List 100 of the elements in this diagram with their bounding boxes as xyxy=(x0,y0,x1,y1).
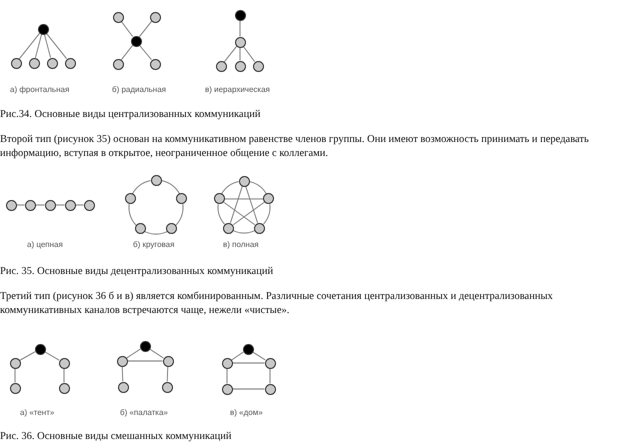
connector-line xyxy=(44,351,60,361)
connector-line xyxy=(144,231,168,234)
connector-line xyxy=(120,44,134,60)
connector-line xyxy=(132,180,151,194)
paragraph: Третий тип (рисунок 36 б и в) является комбинированным. Различные сочетания централизованных и децентрализованных коммуникативных каналов встречаются чаще, нежели «чистые». xyxy=(0,290,554,317)
figure-label: в) иерархическая xyxy=(205,84,270,96)
connector-line xyxy=(128,204,136,226)
circle-node xyxy=(242,344,254,354)
circle-node xyxy=(112,58,124,70)
circle-node xyxy=(234,60,246,72)
figure-caption: Рис. 35. Основные виды децентрализованных коммуникаций xyxy=(0,266,274,278)
connector-line xyxy=(18,32,40,60)
connector-line xyxy=(127,360,163,362)
connector-line xyxy=(138,20,152,38)
circle-node xyxy=(44,200,56,210)
connector-line xyxy=(226,368,228,384)
circle-node xyxy=(10,382,20,394)
circle-node xyxy=(58,358,70,368)
circle-node xyxy=(46,58,58,68)
connector-line xyxy=(166,366,168,382)
circle-node xyxy=(150,174,162,186)
circle-node xyxy=(124,193,136,204)
connector-line xyxy=(19,351,36,361)
figure-label: в) «дом» xyxy=(230,407,263,419)
circle-node xyxy=(112,12,124,22)
figure-caption: Рис.34. Основные виды централизованных коммуникаций xyxy=(0,109,260,121)
figure-label: б) радиальная xyxy=(112,84,166,96)
circle-node xyxy=(6,200,16,210)
connector-line xyxy=(75,204,84,206)
figure-caption: Рис. 36. Основные виды смешанных коммуникаций xyxy=(0,431,232,443)
figure-label: б) «палатка» xyxy=(120,407,168,419)
circle-node xyxy=(64,200,76,210)
connector-line xyxy=(55,204,65,206)
circle-node xyxy=(238,176,250,186)
circle-node xyxy=(214,193,225,204)
circle-node xyxy=(254,222,265,234)
figure-label: в) полная xyxy=(223,239,259,251)
connector-line xyxy=(44,34,52,58)
circle-node xyxy=(140,340,150,352)
figure-label: а) «тент» xyxy=(20,407,54,419)
connector-line xyxy=(242,46,256,62)
circle-node xyxy=(150,58,160,70)
connector-line xyxy=(224,198,264,200)
connector-line xyxy=(230,186,243,224)
circle-node xyxy=(64,58,76,68)
connector-line xyxy=(223,202,256,226)
circle-node xyxy=(150,12,160,22)
circle-node xyxy=(222,384,232,394)
circle-node xyxy=(130,36,142,46)
connector-line xyxy=(221,181,239,194)
connector-line xyxy=(14,368,16,383)
circle-node xyxy=(216,60,226,72)
connector-line xyxy=(149,348,164,358)
connector-line xyxy=(252,352,266,360)
circle-node xyxy=(252,60,264,72)
circle-node xyxy=(38,24,48,34)
circle-node xyxy=(222,358,232,368)
connector-line xyxy=(231,352,244,360)
connector-line xyxy=(34,34,42,58)
connector-line xyxy=(232,388,265,390)
figure-label: а) фронтальная xyxy=(10,84,70,96)
circle-node xyxy=(263,193,274,204)
connector-line xyxy=(233,230,255,234)
connector-line xyxy=(224,46,238,62)
circle-node xyxy=(10,358,20,368)
paragraph: Второй тип (рисунок 35) основан на коммуникативном равенстве членов группы. Они имеют возможность принимать и передавать информацию, вступая в открытое, неограниченное общение с коллегами. xyxy=(0,133,590,160)
connector-line xyxy=(262,204,270,225)
circle-node xyxy=(134,223,146,234)
circle-node xyxy=(176,193,188,204)
connector-line xyxy=(122,366,124,382)
circle-node xyxy=(223,222,234,234)
figure-label: а) цепная xyxy=(27,239,63,251)
connector-line xyxy=(46,32,68,60)
connector-line xyxy=(176,204,184,226)
connector-line xyxy=(161,180,180,194)
circle-node xyxy=(118,382,128,392)
connector-line xyxy=(245,186,258,224)
circle-node xyxy=(264,358,276,368)
circle-node xyxy=(116,356,128,366)
circle-node xyxy=(166,223,178,234)
circle-node xyxy=(24,200,36,210)
circle-node xyxy=(162,356,174,366)
circle-node xyxy=(162,382,172,392)
connector-line xyxy=(218,204,226,225)
circle-node xyxy=(264,384,276,394)
circle-node xyxy=(234,10,246,20)
circle-node xyxy=(234,36,246,48)
connector-line xyxy=(139,44,152,60)
circle-node xyxy=(34,344,46,354)
figure-label: б) круговая xyxy=(133,239,174,251)
connector-line xyxy=(249,181,267,194)
connector-line xyxy=(16,204,25,206)
connector-line xyxy=(232,362,265,364)
circle-node xyxy=(10,58,22,68)
connector-line xyxy=(120,20,134,38)
circle-node xyxy=(58,382,70,394)
connector-line xyxy=(232,202,265,226)
connector-line xyxy=(35,204,45,206)
circle-node xyxy=(84,200,94,210)
connector-line xyxy=(126,348,141,358)
